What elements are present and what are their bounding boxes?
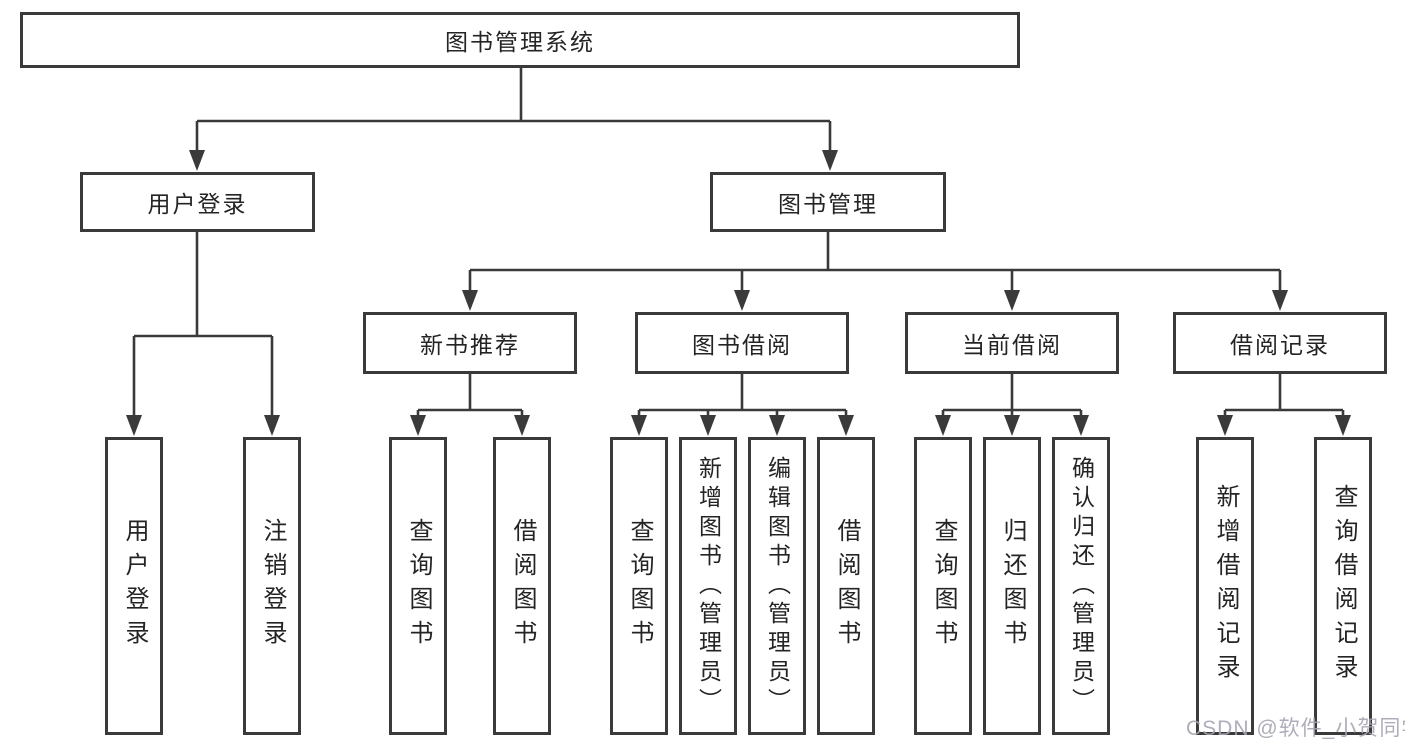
connector-user-login-children — [132, 232, 274, 418]
node-borrow-records: 借阅记录 — [1173, 312, 1387, 374]
connector-paths — [132, 68, 1345, 418]
leaf-logout: 注销登录 — [243, 437, 301, 735]
arrow-icon — [734, 290, 750, 311]
leaf-nbr-query-books: 查询图书 — [389, 437, 447, 735]
arrow-icon — [1073, 415, 1089, 436]
arrow-icon — [1217, 415, 1233, 436]
leaf-br-add-record: 新增借阅记录 — [1196, 437, 1254, 735]
node-current-borrow: 当前借阅 — [905, 312, 1119, 374]
leaf-cb-return-books: 归还图书 — [983, 437, 1041, 735]
leaf-user-login: 用户登录 — [105, 437, 163, 735]
leaf-cb-query-books: 查询图书 — [914, 437, 972, 735]
node-new-book-recommend: 新书推荐 — [363, 312, 577, 374]
connector-book-borrow-children — [637, 374, 848, 418]
arrow-icon — [631, 415, 647, 436]
arrow-icon — [700, 415, 716, 436]
arrow-icon — [462, 290, 478, 311]
arrow-icon — [822, 150, 838, 171]
leaf-nbr-borrow-books: 借阅图书 — [493, 437, 551, 735]
arrow-icon — [126, 415, 142, 436]
connector-current-borrow-children — [941, 374, 1083, 418]
node-user-login: 用户登录 — [80, 172, 315, 232]
leaf-bb-query-books: 查询图书 — [610, 437, 668, 735]
connector-root-to-level2 — [195, 68, 832, 153]
node-root-system: 图书管理系统 — [20, 12, 1020, 68]
arrow-icon — [189, 150, 205, 171]
node-book-management: 图书管理 — [710, 172, 946, 232]
arrow-icon — [935, 415, 951, 436]
leaf-br-query-record: 查询借阅记录 — [1314, 437, 1372, 735]
csdn-watermark: CSDN @软件_小贺同学 — [1186, 717, 1405, 740]
arrow-icon — [838, 415, 854, 436]
leaf-bb-add-books-admin: 新增图书（管理员） — [679, 437, 737, 735]
connector-borrow-records-children — [1223, 374, 1345, 418]
leaf-bb-edit-books-admin: 编辑图书（管理员） — [748, 437, 806, 735]
connector-new-book-rec-children — [416, 374, 524, 418]
arrow-icon — [1335, 415, 1351, 436]
connector-book-mgmt-children — [468, 232, 1282, 293]
arrow-icon — [1004, 290, 1020, 311]
arrow-icon — [1004, 415, 1020, 436]
arrow-icon — [514, 415, 530, 436]
arrowheads — [126, 150, 1351, 436]
leaf-bb-borrow-books: 借阅图书 — [817, 437, 875, 735]
arrow-icon — [410, 415, 426, 436]
leaf-cb-confirm-return-admin: 确认归还（管理员） — [1052, 437, 1110, 735]
node-book-borrow: 图书借阅 — [635, 312, 849, 374]
arrow-icon — [264, 415, 280, 436]
arrow-icon — [769, 415, 785, 436]
arrow-icon — [1272, 290, 1288, 311]
